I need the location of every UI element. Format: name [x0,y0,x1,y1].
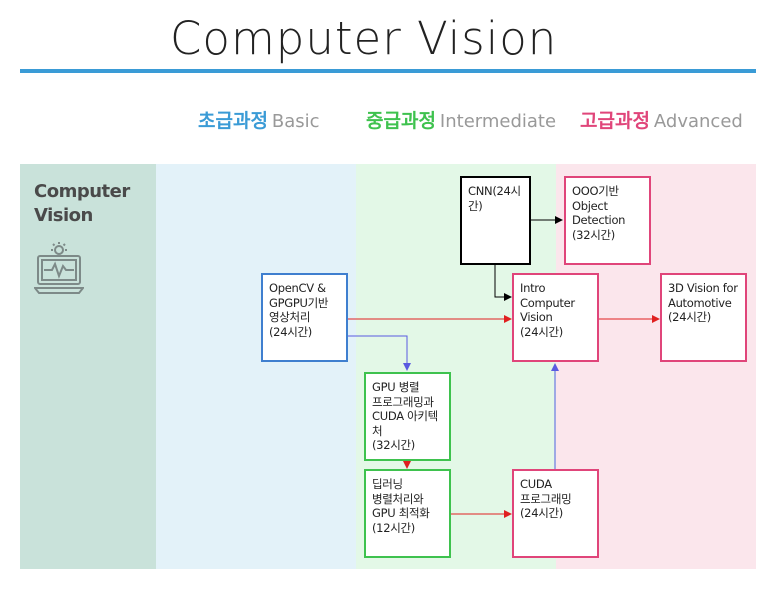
level-intermediate-en: Intermediate [439,111,557,132]
sidebar-title-line1: Computer [34,181,130,202]
sidebar-title-line2: Vision [34,205,93,226]
sidebar-title: Computer Vision [34,180,130,228]
level-advanced-ko: 고급과정 [580,110,650,132]
course-3d-vision[interactable]: 3D Vision for Automotive (24시간) [660,273,747,362]
sidebar-band [20,164,156,569]
level-basic-en: Basic [271,111,320,132]
monitor-waveform-icon [34,242,84,294]
level-intermediate-ko: 중급과정 [366,110,436,132]
level-basic-ko: 초급과정 [198,110,268,132]
course-deep-learning[interactable]: 딥러닝 병렬처리와 GPU 최적화 (12시간) [364,469,451,558]
course-opencv[interactable]: OpenCV & GPGPU기반 영상처리 (24시간) [261,273,348,362]
title-underline [20,69,756,73]
course-gpu-parallel[interactable]: GPU 병렬 프로그래밍과 CUDA 아키텍처 (32시간) [364,372,451,461]
course-cnn[interactable]: CNN(24시간) [460,176,531,265]
page-title: Computer Vision [170,12,558,65]
level-advanced-en: Advanced [653,111,743,132]
course-cuda-programming[interactable]: CUDA 프로그래밍 (24시간) [512,469,599,558]
basic-band [156,164,356,569]
course-object-detection[interactable]: OOO기반 Object Detection (32시간) [564,176,651,265]
course-intro-cv[interactable]: Intro Computer Vision (24시간) [512,273,599,362]
